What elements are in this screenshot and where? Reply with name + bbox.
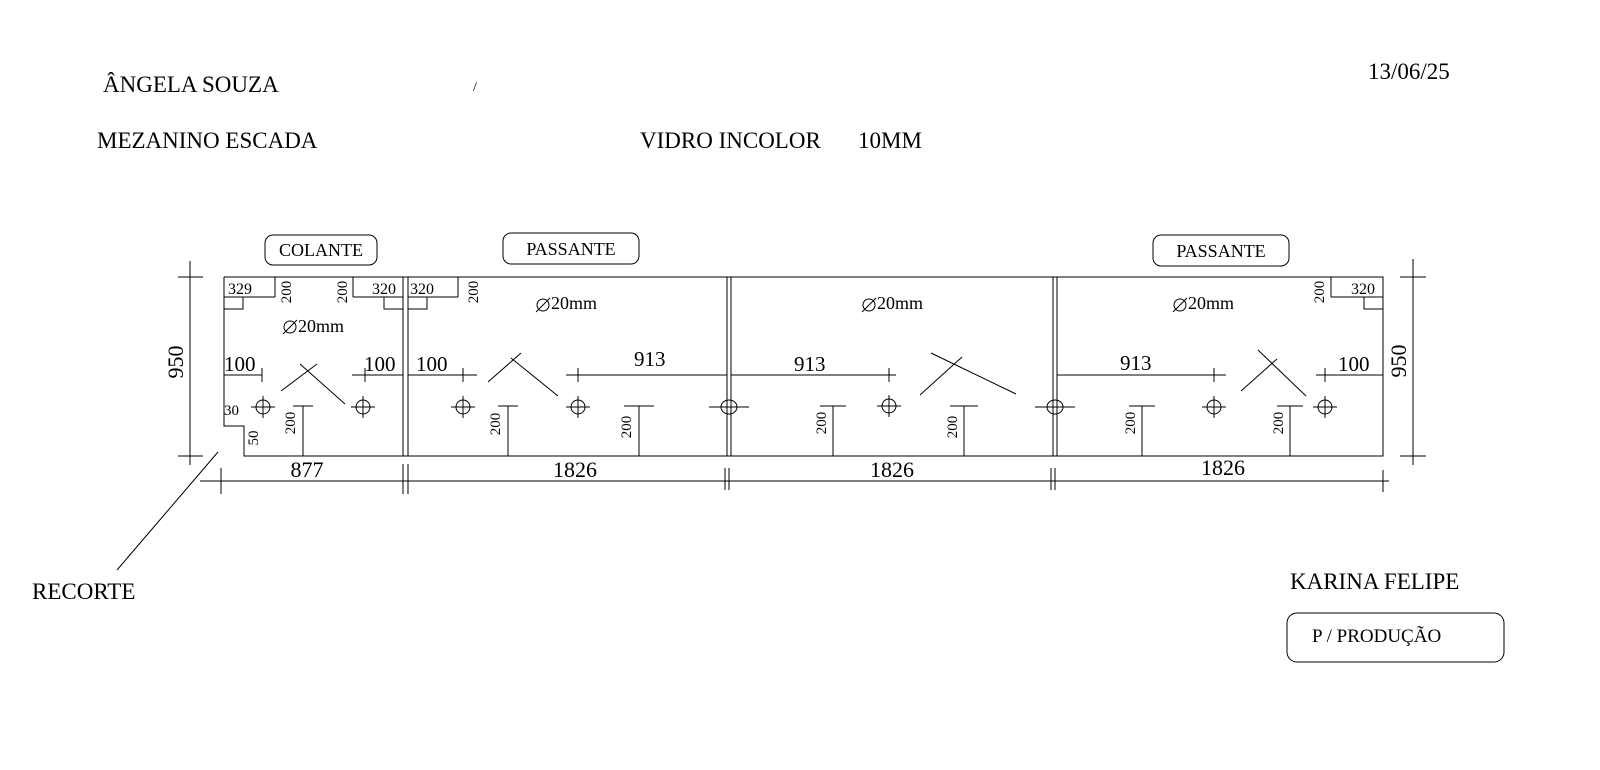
dim-200-top-3: 200	[466, 281, 482, 304]
dim-100-d: 100	[1338, 352, 1370, 376]
dim-913-b: 913	[794, 352, 826, 376]
panel-type-passante-1: PASSANTE	[526, 239, 615, 259]
hole-dia-3: 20mm	[877, 293, 923, 313]
stamp-text: P / PRODUÇÃO	[1312, 625, 1441, 647]
dim-200-low-2: 200	[488, 413, 504, 436]
client-name: ÂNGELA SOUZA	[103, 72, 279, 97]
width-dim-panel-2: 1826	[553, 457, 597, 482]
width-dim-panel-1: 877	[291, 457, 324, 482]
panel-type-passante-2: PASSANTE	[1176, 241, 1265, 261]
glass-thickness: 10MM	[858, 128, 922, 153]
height-dim-right: 950	[1386, 345, 1411, 378]
height-dim-left: 950	[163, 346, 188, 379]
dim-200-low-7: 200	[1271, 412, 1287, 435]
author-name: KARINA FELIPE	[1290, 569, 1460, 594]
dim-100-a: 100	[224, 352, 256, 376]
dim-100-b: 100	[364, 352, 396, 376]
stamp-box	[1286, 612, 1505, 663]
dim-200-low-4: 200	[814, 412, 830, 435]
dim-30: 30	[224, 403, 239, 419]
label-box-colante	[264, 234, 378, 266]
dim-200-top-4: 200	[1312, 281, 1328, 304]
glass-material: VIDRO INCOLOR	[640, 128, 821, 153]
dim-320-b: 320	[410, 281, 434, 298]
dim-200-top-2: 200	[335, 281, 351, 304]
dim-200-low-3: 200	[619, 416, 635, 439]
panel-type-colante: COLANTE	[279, 240, 363, 260]
dim-320-a: 320	[372, 281, 396, 298]
dim-200-top-1: 200	[279, 281, 295, 304]
dim-329: 329	[228, 281, 252, 298]
project-name: MEZANINO ESCADA	[97, 128, 318, 153]
hole-dia-4: 20mm	[1188, 293, 1234, 313]
dim-100-c: 100	[416, 352, 448, 376]
width-dim-panel-3: 1826	[870, 457, 914, 482]
dim-200-low-5: 200	[945, 416, 961, 439]
stray-mark: /	[473, 80, 477, 95]
dim-320-c: 320	[1351, 281, 1375, 298]
width-dim-panel-4: 1826	[1201, 455, 1245, 480]
glass-outline	[223, 276, 1384, 457]
dim-913-a: 913	[634, 347, 666, 371]
dim-200-low-6: 200	[1123, 412, 1139, 435]
date: 13/06/25	[1368, 59, 1450, 84]
hole-dia-1: 20mm	[298, 316, 344, 336]
dim-200-low-1: 200	[283, 412, 299, 435]
dim-913-c: 913	[1120, 351, 1152, 375]
hole-dia-2: 20mm	[551, 293, 597, 313]
recorte-label: RECORTE	[32, 579, 136, 604]
label-box-passante-2	[1152, 234, 1290, 267]
dim-50: 50	[246, 431, 262, 446]
label-box-passante-1	[502, 232, 640, 265]
